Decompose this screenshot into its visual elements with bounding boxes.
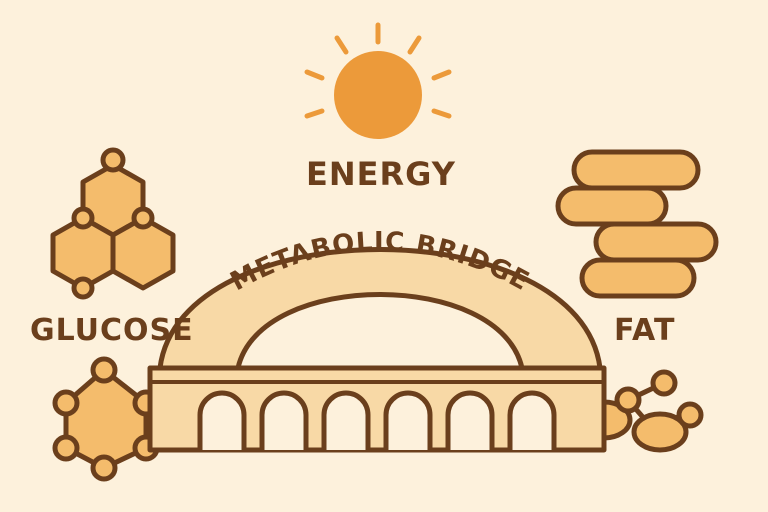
- glucose-ring-icon: [52, 356, 160, 482]
- fat-cells-icon: [555, 149, 719, 299]
- glucose-molecule-icon: [50, 147, 176, 300]
- bridge-deck: [147, 365, 607, 453]
- energy-label: ENERGY: [306, 155, 456, 193]
- bridge-arch: [157, 247, 603, 371]
- glucose-label: GLUCOSE: [30, 313, 194, 348]
- sun-icon: [304, 22, 452, 139]
- fat-label: FAT: [614, 313, 676, 348]
